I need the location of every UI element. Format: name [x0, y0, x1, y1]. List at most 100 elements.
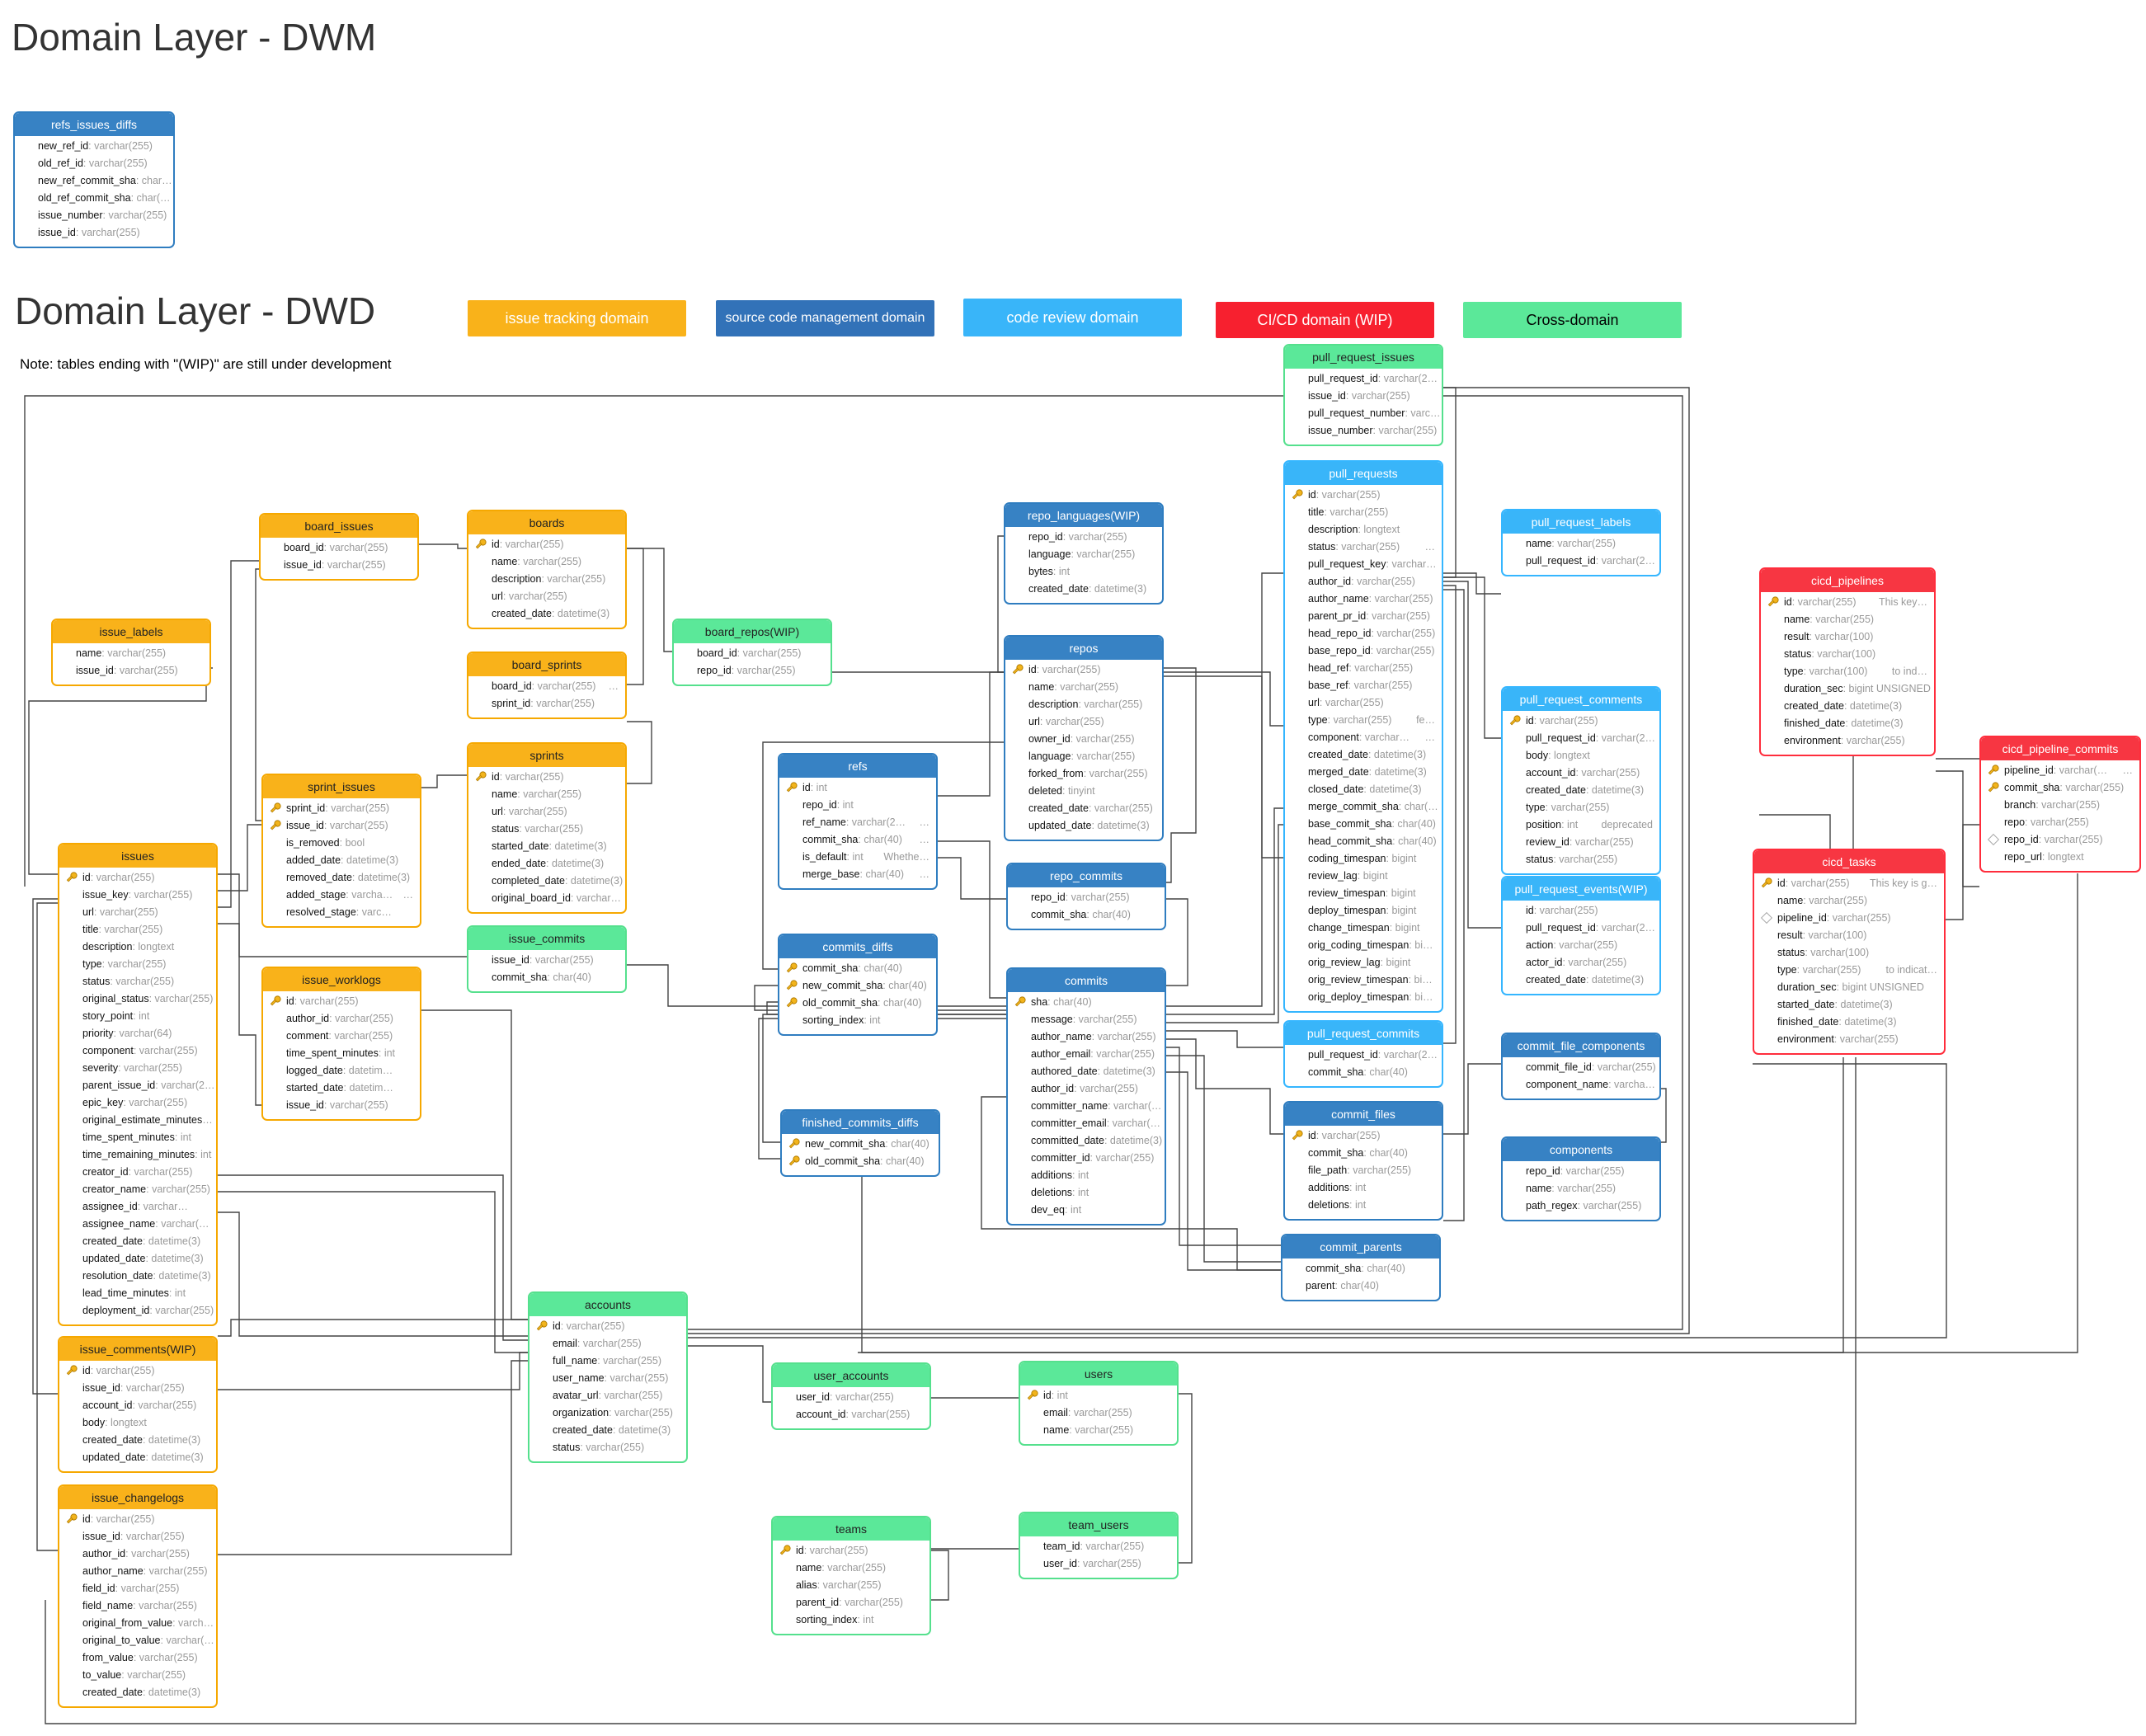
column-row: author_id: varchar(255)	[1008, 1080, 1165, 1098]
column-type: : varchar(255)	[1560, 1165, 1625, 1177]
column-row: language: varchar(255)	[1005, 748, 1162, 765]
column-row: id: varchar(255)	[1503, 902, 1659, 920]
column-name: created_date	[1028, 583, 1089, 595]
column-type: : datetime(3)	[1367, 749, 1427, 760]
column-row: removed_date: datetime(3)	[263, 869, 420, 887]
column-type: : varchar(255)	[1324, 506, 1389, 518]
column-type: : varchar(2…	[1595, 732, 1656, 744]
column-name: pull_request_id	[1308, 373, 1378, 384]
column-type: : varchar(255)	[1553, 939, 1618, 951]
table-board-repos[interactable]: board_repos(WIP)board_id: varchar(255)re…	[672, 619, 832, 686]
column-name: title	[82, 924, 99, 935]
column-type: : varchar(255)	[323, 1099, 388, 1111]
column-type: : varchar(255)	[1077, 1558, 1141, 1569]
column-type: : varchar(255)	[90, 1365, 155, 1376]
column-row: repo_url: longtext	[1981, 849, 2139, 866]
relationship-line	[1661, 1088, 1667, 1143]
column-row: resolution_date: datetime(3)	[59, 1268, 216, 1285]
table-repo-languages[interactable]: repo_languages(WIP)repo_id: varchar(255)…	[1004, 502, 1164, 605]
column-type: : varchar(255)	[737, 647, 802, 659]
column-name: name	[1043, 1424, 1070, 1436]
column-type: : varchar(255)	[1796, 964, 1861, 976]
column-row: id: int	[779, 779, 936, 797]
column-row: issue_id: varchar(255)	[15, 224, 173, 242]
column-row: deleted: tinyint	[1005, 783, 1162, 800]
table-pull-request-events[interactable]: pull_request_events(WIP)id: varchar(255)…	[1501, 876, 1661, 995]
column-type: : datetime(3)	[341, 854, 399, 866]
relationship-line	[627, 548, 644, 685]
column-row: pull_request_id: varchar(2…	[1503, 920, 1659, 937]
column-name: updated_date	[82, 1253, 146, 1264]
relationship-line	[931, 1550, 949, 1601]
relationship-line	[1443, 589, 1465, 1221]
column-name: pipeline_id	[1777, 912, 1827, 924]
column-row: component_name: varcha…	[1503, 1076, 1659, 1094]
column-name: author_email	[1031, 1048, 1091, 1060]
column-row: id: varchar(255)	[1285, 487, 1442, 504]
column-type: : varchar(255)	[529, 954, 594, 966]
column-name: body	[1526, 750, 1549, 761]
column-type: : longtext	[1358, 524, 1400, 535]
column-name: issue_id	[286, 820, 324, 831]
column-row: new_ref_commit_sha: char…	[15, 172, 173, 190]
relationship-line	[1164, 671, 1283, 727]
column-type: : varchar(255)	[1803, 895, 1868, 906]
column-name: status	[492, 823, 520, 835]
column-type: : datetime(3)	[1838, 1016, 1897, 1028]
table-title: accounts	[529, 1293, 686, 1316]
column-type: : varchar(255)	[133, 1600, 197, 1611]
column-row: deployment_id: varchar(255)	[59, 1302, 216, 1320]
column-name: name	[492, 556, 518, 567]
column-name: title	[1308, 506, 1325, 518]
column-row: assignee_name: varchar(…	[59, 1216, 216, 1233]
column-type: : int	[168, 1287, 186, 1299]
column-type: : datetime(3)	[1843, 700, 1903, 712]
column-type: : varchar(…	[1108, 1100, 1162, 1112]
table-issue-comments[interactable]: issue_comments(WIP)id: varchar(255)issue…	[58, 1336, 218, 1473]
column-type: : int	[857, 1614, 874, 1625]
column-type: : varchar(…	[1106, 1117, 1160, 1129]
column-name: name	[76, 647, 102, 659]
column-name: committer_id	[1031, 1152, 1090, 1164]
column-type: : bigint UNSIGNED	[1836, 981, 1924, 993]
column-row: logged_date: datetim…	[263, 1062, 420, 1080]
relationship-line	[421, 1009, 528, 1320]
relationship-line	[1443, 576, 1501, 739]
column-name: logged_date	[286, 1065, 343, 1076]
column-type: : varchar(255)	[1091, 1031, 1156, 1042]
